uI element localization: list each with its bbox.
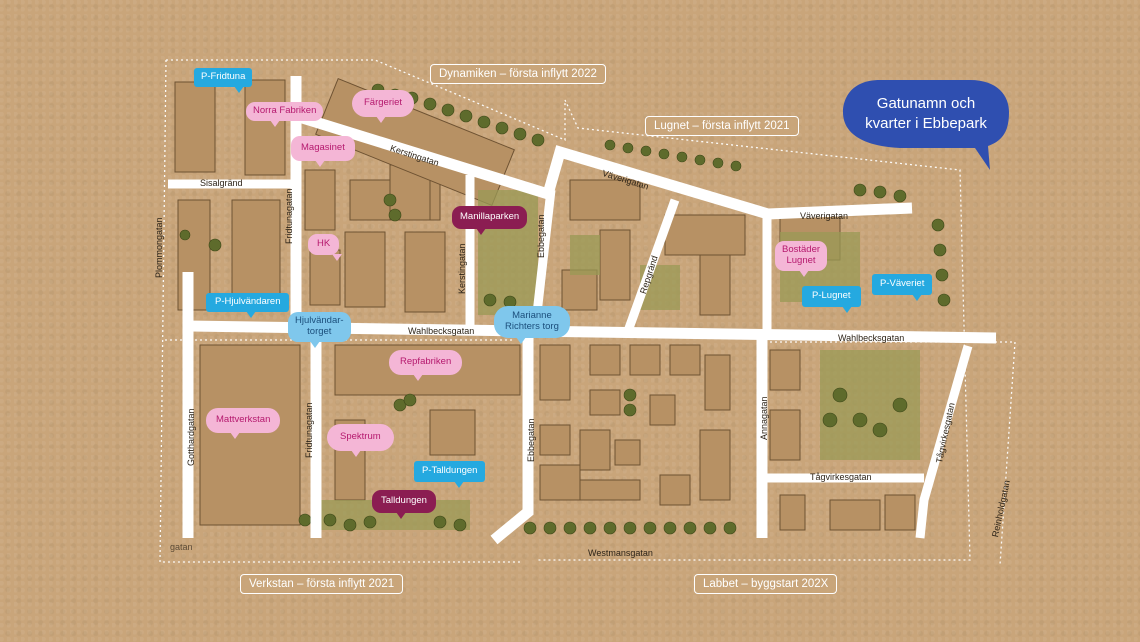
park-manillaparken: Manillaparken	[452, 206, 528, 235]
quarter-bostader-lugnet: Bostäder Lugnet	[775, 241, 828, 277]
district-lugnet: Lugnet – första inflytt 2021	[645, 116, 799, 136]
square-marianne-richters-torg: Marianne Richters torg	[494, 306, 570, 344]
parking-hjulvandaren: P-Hjulvändaren	[206, 293, 290, 318]
street-fridtunagatan-top: Fridtunagatan	[284, 188, 294, 244]
parking-talldungen: P-Talldungen	[414, 461, 486, 488]
title-line-2: kvarter i Ebbepark	[865, 114, 987, 132]
street-kerstingatan-vertical: Kerstingatan	[457, 243, 467, 294]
quarter-bostader-line-2: Lugnet	[786, 254, 816, 266]
title-bubble-shape	[843, 80, 1009, 170]
street-gotthardgatan: Gotthardgatan	[186, 408, 196, 466]
parking-vaveriet: P-Väveriet	[872, 274, 933, 301]
square-hjulvandartorget-line-2: torget	[307, 325, 332, 337]
quarter-magasinet: Magasinet	[291, 136, 355, 167]
district-labbet: Labbet – byggstart 202X	[694, 574, 838, 594]
street-wahlbecksgatan-right: Wahlbecksgatan	[838, 333, 905, 343]
street-ebbegatan-bottom: Ebbegatan	[526, 418, 536, 462]
street-ebbegatan-top: Ebbegatan	[536, 214, 546, 258]
square-marianne-line-2: Richters torg	[505, 320, 559, 332]
square-hjulvandartorget: Hjulvändar- torget	[288, 312, 351, 348]
street-sisalgrand: Sisalgränd	[200, 178, 243, 188]
parking-lugnet: P-Lugnet	[802, 286, 861, 313]
quarter-spektrum: Spektrum	[327, 424, 394, 457]
quarter-norra-fabriken: Norra Fabriken	[246, 102, 324, 127]
square-hjulvandartorget-line-1: Hjulvändar-	[295, 315, 344, 326]
district-dynamiken: Dynamiken – första inflytt 2022	[430, 64, 606, 84]
square-marianne-line-1: Marianne	[512, 310, 552, 321]
street-vaverigatan-right: Väverigatan	[800, 211, 849, 221]
quarter-hk: HK	[308, 234, 343, 261]
quarter-mattverkstan: Mattverkstan	[206, 408, 281, 439]
street-annagatan: Annagatan	[759, 396, 769, 440]
quarter-repfabriken: Repfabriken	[389, 350, 463, 381]
quarter-fargeriet: Färgeriet	[352, 90, 415, 123]
quarter-bostader-line-1: Bostäder	[782, 244, 821, 255]
district-verkstan: Verkstan – första inflytt 2021	[240, 574, 404, 594]
street-wahlbecksgatan-left: Wahlbecksgatan	[408, 326, 475, 336]
park-talldungen: Talldungen	[372, 490, 436, 519]
parking-fridtuna: P-Fridtuna	[194, 68, 253, 93]
trees	[179, 83, 951, 535]
street-tagvirkesgatan-horizontal: Tågvirkesgatan	[810, 472, 872, 482]
map-title: Gatunamn och kvarter i Ebbepark	[843, 74, 1009, 150]
street-fridtunagatan-bottom: Fridtunagatan	[304, 402, 314, 458]
street-plommongatan: Plommongatan	[154, 217, 164, 278]
title-line-1: Gatunamn och	[876, 95, 976, 112]
street-gatan-fragment: gatan	[170, 542, 193, 552]
street-westmansgatan: Westmansgatan	[588, 548, 653, 558]
